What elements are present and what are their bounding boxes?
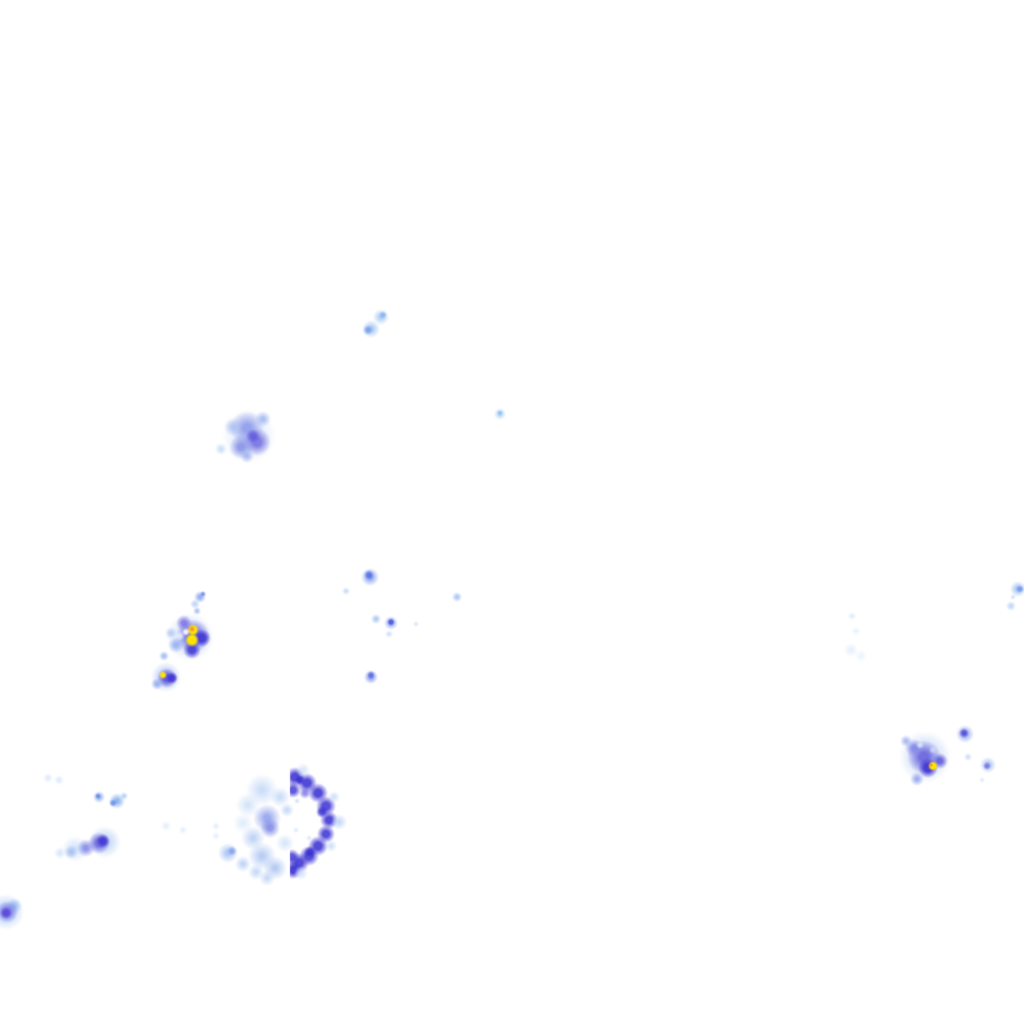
heatmap-figure (0, 0, 1024, 1024)
heatmap-canvas (0, 0, 1024, 1024)
